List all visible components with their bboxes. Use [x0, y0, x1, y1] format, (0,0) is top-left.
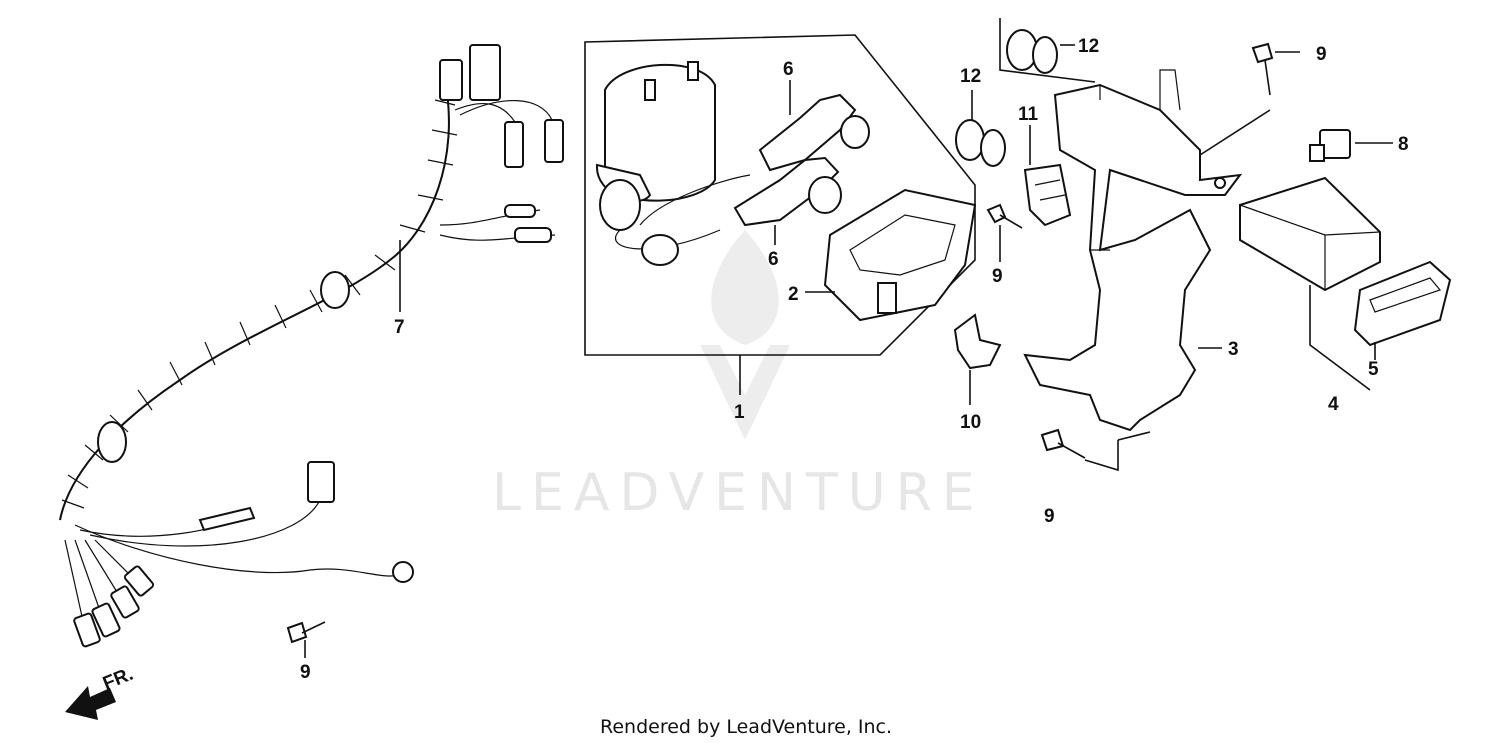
group-outline-ignition-coil: [584, 34, 976, 356]
callout-11: 11: [1018, 104, 1039, 125]
callout-10: 10: [960, 412, 981, 433]
bracket-leader-12: [999, 18, 1096, 83]
plug-cap-lower: [733, 156, 842, 227]
bolt-bottom-left: [286, 621, 326, 644]
watermark-text: LEADVENTURE: [492, 463, 985, 523]
harness-clamp: [1023, 163, 1072, 227]
callout-1: 1: [734, 402, 745, 423]
ignition-coil: [595, 61, 751, 266]
callout-12-top: 12: [1078, 36, 1099, 57]
front-direction-label: FR.: [100, 664, 136, 695]
bolt-bottom-center: [1040, 428, 1086, 459]
watermark-logo: [700, 230, 790, 440]
callout-9-bottom-center: 9: [1044, 506, 1055, 527]
callout-9-top-right: 9: [1316, 44, 1327, 65]
callout-6-upper: 6: [783, 59, 794, 80]
footer-credit: Rendered by LeadVenture, Inc.: [600, 716, 892, 738]
callout-4: 4: [1328, 394, 1339, 415]
plug-cap-upper: [758, 93, 870, 172]
callout-12-middle: 12: [960, 66, 981, 87]
front-direction-arrow: [65, 686, 116, 720]
wire-clip: [953, 313, 1002, 370]
relay: [1309, 129, 1351, 162]
callout-3: 3: [1228, 339, 1239, 360]
bolt-top-right: [1251, 42, 1274, 96]
mounting-bracket: [1023, 69, 1243, 432]
cord-clamp-top: [1006, 29, 1058, 74]
callout-9-center: 9: [992, 266, 1003, 287]
leader-lines: [304, 44, 1393, 658]
foam-rubber: [1353, 260, 1452, 347]
callouts: 1 2 3 4 5 6 6 7 8 9 9 9 9 10 11 12 12: [300, 36, 1409, 683]
cord-clamp-middle: [955, 119, 1006, 167]
callout-8: 8: [1398, 134, 1409, 155]
control-unit: [1239, 176, 1381, 292]
foam-holder: [823, 188, 977, 322]
wire-harness: [59, 44, 564, 648]
callout-6-lower: 6: [768, 249, 779, 270]
callout-7: 7: [394, 317, 405, 338]
callout-2: 2: [788, 284, 799, 305]
bolt-center: [986, 203, 1023, 229]
callout-9-bottom-left: 9: [300, 662, 311, 683]
callout-5: 5: [1368, 359, 1379, 380]
